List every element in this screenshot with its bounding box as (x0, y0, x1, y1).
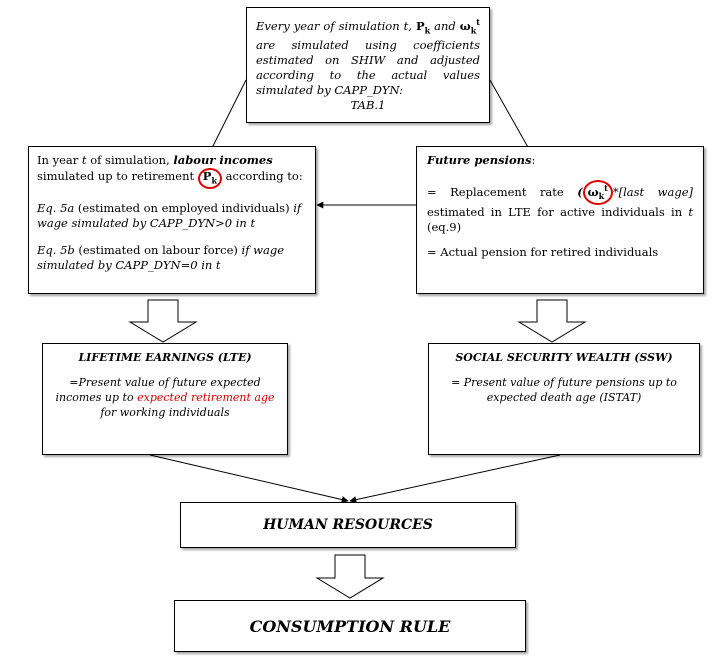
consumption-rule-title: CONSUMPTION RULE (249, 616, 451, 636)
block-arrow-left-to-lte (128, 299, 198, 343)
eq5b-condition: if wage simulated by CAPP_DYN=0 in t (37, 243, 285, 273)
block-arrow-hr-to-cr (315, 554, 385, 599)
labour-incomes-intro: In year t of simulation, labour incomes … (37, 153, 307, 190)
intro-text-4: according to: (225, 169, 303, 183)
consumption-rule-box: CONSUMPTION RULE (174, 600, 526, 652)
intro-text-2: of simulation, (90, 153, 170, 167)
replacement-rate-text: = Replacement rate (ωkt*[last wage] esti… (427, 180, 693, 235)
and-word: and (434, 18, 456, 33)
coefficients-line-a: Every year of simulation t, (256, 18, 412, 33)
coefficients-box: Every year of simulation t, Pk and ωkt a… (246, 7, 490, 123)
arrow-lte-to-hr (149, 454, 349, 503)
social-security-wealth-definition: = Present value of future pensions up to… (451, 376, 677, 404)
future-pensions-box: Future pensions: = Replacement rate (ωkt… (416, 146, 704, 294)
open-paren: ( (577, 184, 583, 199)
coefficients-text: Every year of simulation t, Pk and ωkt a… (256, 15, 480, 98)
expected-retirement-age-highlight: expected retirement age (137, 391, 275, 404)
replacement-rate-rest: estimated in LTE for active individuals … (427, 205, 683, 220)
intro-text-1: In year (37, 153, 79, 167)
eq5b-text: Eq. 5b (estimated on labour force) if wa… (37, 243, 307, 273)
arrow-ssw-to-hr (349, 454, 561, 504)
p-k-circled-symbol: Pk (197, 168, 222, 190)
coefficients-line-b: are simulated using coefficients estimat… (256, 38, 480, 98)
omega-k-t-circled-symbol: ωkt (582, 180, 613, 206)
lifetime-earnings-definition: =Present value of future expected income… (53, 375, 277, 420)
labour-incomes-label: labour incomes (173, 153, 273, 167)
lifetime-earnings-box: LIFETIME EARNINGS (LTE) =Present value o… (42, 343, 288, 455)
lifetime-earnings-title: LIFETIME EARNINGS (LTE) (78, 351, 252, 364)
eq5a-description: (estimated on employed individuals) (77, 201, 290, 216)
replacement-rate-label: = Replacement rate (427, 184, 564, 199)
labour-incomes-box: In year t of simulation, labour incomes … (28, 146, 316, 294)
p-k-symbol: Pk (415, 18, 431, 36)
lte-text-1: =Present value of future expected income… (55, 376, 261, 404)
eq5a-condition: if wage simulated by CAPP_DYN>0 in t (37, 201, 302, 231)
actual-pension-text: = Actual pension for retired individuals (427, 245, 659, 260)
future-pensions-title: Future pensions: (427, 153, 536, 167)
human-resources-box: HUMAN RESOURCES (180, 502, 516, 548)
block-arrow-right-to-ssw (517, 299, 587, 343)
eq5a-text: Eq. 5a (estimated on employed individual… (37, 201, 307, 231)
human-resources-title: HUMAN RESOURCES (263, 517, 433, 533)
t-symbol: t (81, 153, 87, 167)
omega-k-t-symbol: ωkt (459, 17, 480, 36)
eq5b-description: (estimated on labour force) (78, 243, 238, 258)
last-wage-text: *[last wage] (612, 184, 694, 199)
lte-text-2: for working individuals (100, 406, 230, 419)
tab-reference: TAB.1 (350, 98, 386, 113)
social-security-wealth-title: SOCIAL SECURITY WEALTH (SSW) (455, 351, 673, 364)
intro-text-3: simulated up to retirement (37, 169, 195, 183)
social-security-wealth-box: SOCIAL SECURITY WEALTH (SSW) = Present v… (428, 343, 700, 455)
t-symbol-right: t (688, 205, 693, 220)
eq5a-label: Eq. 5a (37, 201, 75, 216)
eq5b-label: Eq. 5b (37, 243, 75, 258)
eq9-reference: (eq.9) (427, 220, 462, 235)
